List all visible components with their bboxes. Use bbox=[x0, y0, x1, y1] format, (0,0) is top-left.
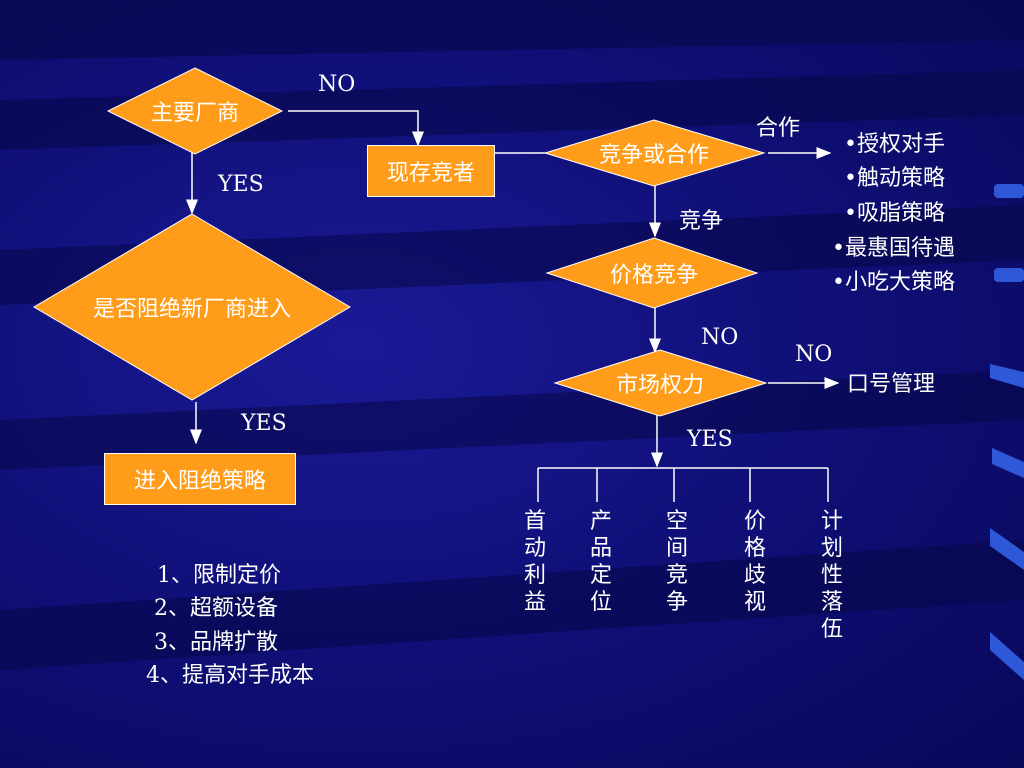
node-compete-or-cooperate: 竞争或合作 bbox=[598, 143, 710, 168]
slogan-management: 口号管理 bbox=[847, 372, 936, 397]
strategy-item: •小吃大策略 bbox=[832, 270, 955, 295]
branch-spatial: 空间竞争 bbox=[665, 509, 688, 615]
node-main-vendor: 主要厂商 bbox=[150, 101, 240, 126]
diamond-compete-cooperate bbox=[543, 119, 766, 187]
box-entry-deterrence-label: 进入阻绝策略 bbox=[133, 469, 266, 494]
strategy-item: •触动策略 bbox=[844, 166, 945, 191]
edge-ribbon bbox=[992, 448, 1024, 478]
branch-price-discrimination: 价格歧视 bbox=[743, 509, 766, 615]
branch-first-mover: 首动利益 bbox=[523, 509, 546, 615]
node-market-power: 市场权力 bbox=[615, 373, 705, 398]
node-price-competition: 价格竞争 bbox=[609, 263, 699, 288]
box-existing-competitor: 现存竞者 bbox=[367, 145, 495, 197]
box-existing-competitor-label: 现存竞者 bbox=[386, 161, 475, 186]
diamond-block-entry bbox=[33, 213, 351, 401]
branch-positioning: 产品定位 bbox=[589, 509, 612, 615]
branch-planned-obsolescence: 计划性落伍 bbox=[820, 509, 843, 642]
label-market-no: NO bbox=[795, 342, 833, 367]
strategy-item: •最惠国待遇 bbox=[832, 236, 955, 261]
label-block-yes: YES bbox=[241, 411, 287, 436]
label-main-yes: YES bbox=[218, 172, 264, 197]
edge-ribbon bbox=[994, 184, 1024, 198]
method-item: 2、超额设备 bbox=[154, 596, 278, 621]
method-item: 1、限制定价 bbox=[157, 563, 281, 588]
node-block-new-entry: 是否阻绝新厂商进入 bbox=[92, 297, 292, 322]
label-main-no: NO bbox=[318, 72, 356, 97]
edge-ribbon bbox=[990, 528, 1024, 570]
edge-ribbon bbox=[990, 632, 1024, 680]
label-price-no: NO bbox=[701, 325, 739, 350]
method-item: 3、品牌扩散 bbox=[154, 630, 278, 655]
edge-ribbon bbox=[990, 364, 1024, 388]
label-market-yes: YES bbox=[687, 427, 733, 452]
diamond-price-competition bbox=[545, 237, 759, 309]
label-cooperate: 合作 bbox=[756, 116, 801, 141]
strategy-item: •授权对手 bbox=[844, 132, 945, 157]
method-item: 4、提高对手成本 bbox=[146, 663, 314, 688]
diamond-main-vendor bbox=[106, 67, 284, 155]
edge-main-to-existing bbox=[288, 110, 424, 147]
box-entry-deterrence: 进入阻绝策略 bbox=[104, 453, 296, 505]
strategy-item: •吸脂策略 bbox=[844, 201, 945, 226]
edge-ribbon bbox=[994, 268, 1024, 282]
label-compete: 竞争 bbox=[679, 209, 724, 234]
diamond-market-power bbox=[553, 349, 768, 417]
